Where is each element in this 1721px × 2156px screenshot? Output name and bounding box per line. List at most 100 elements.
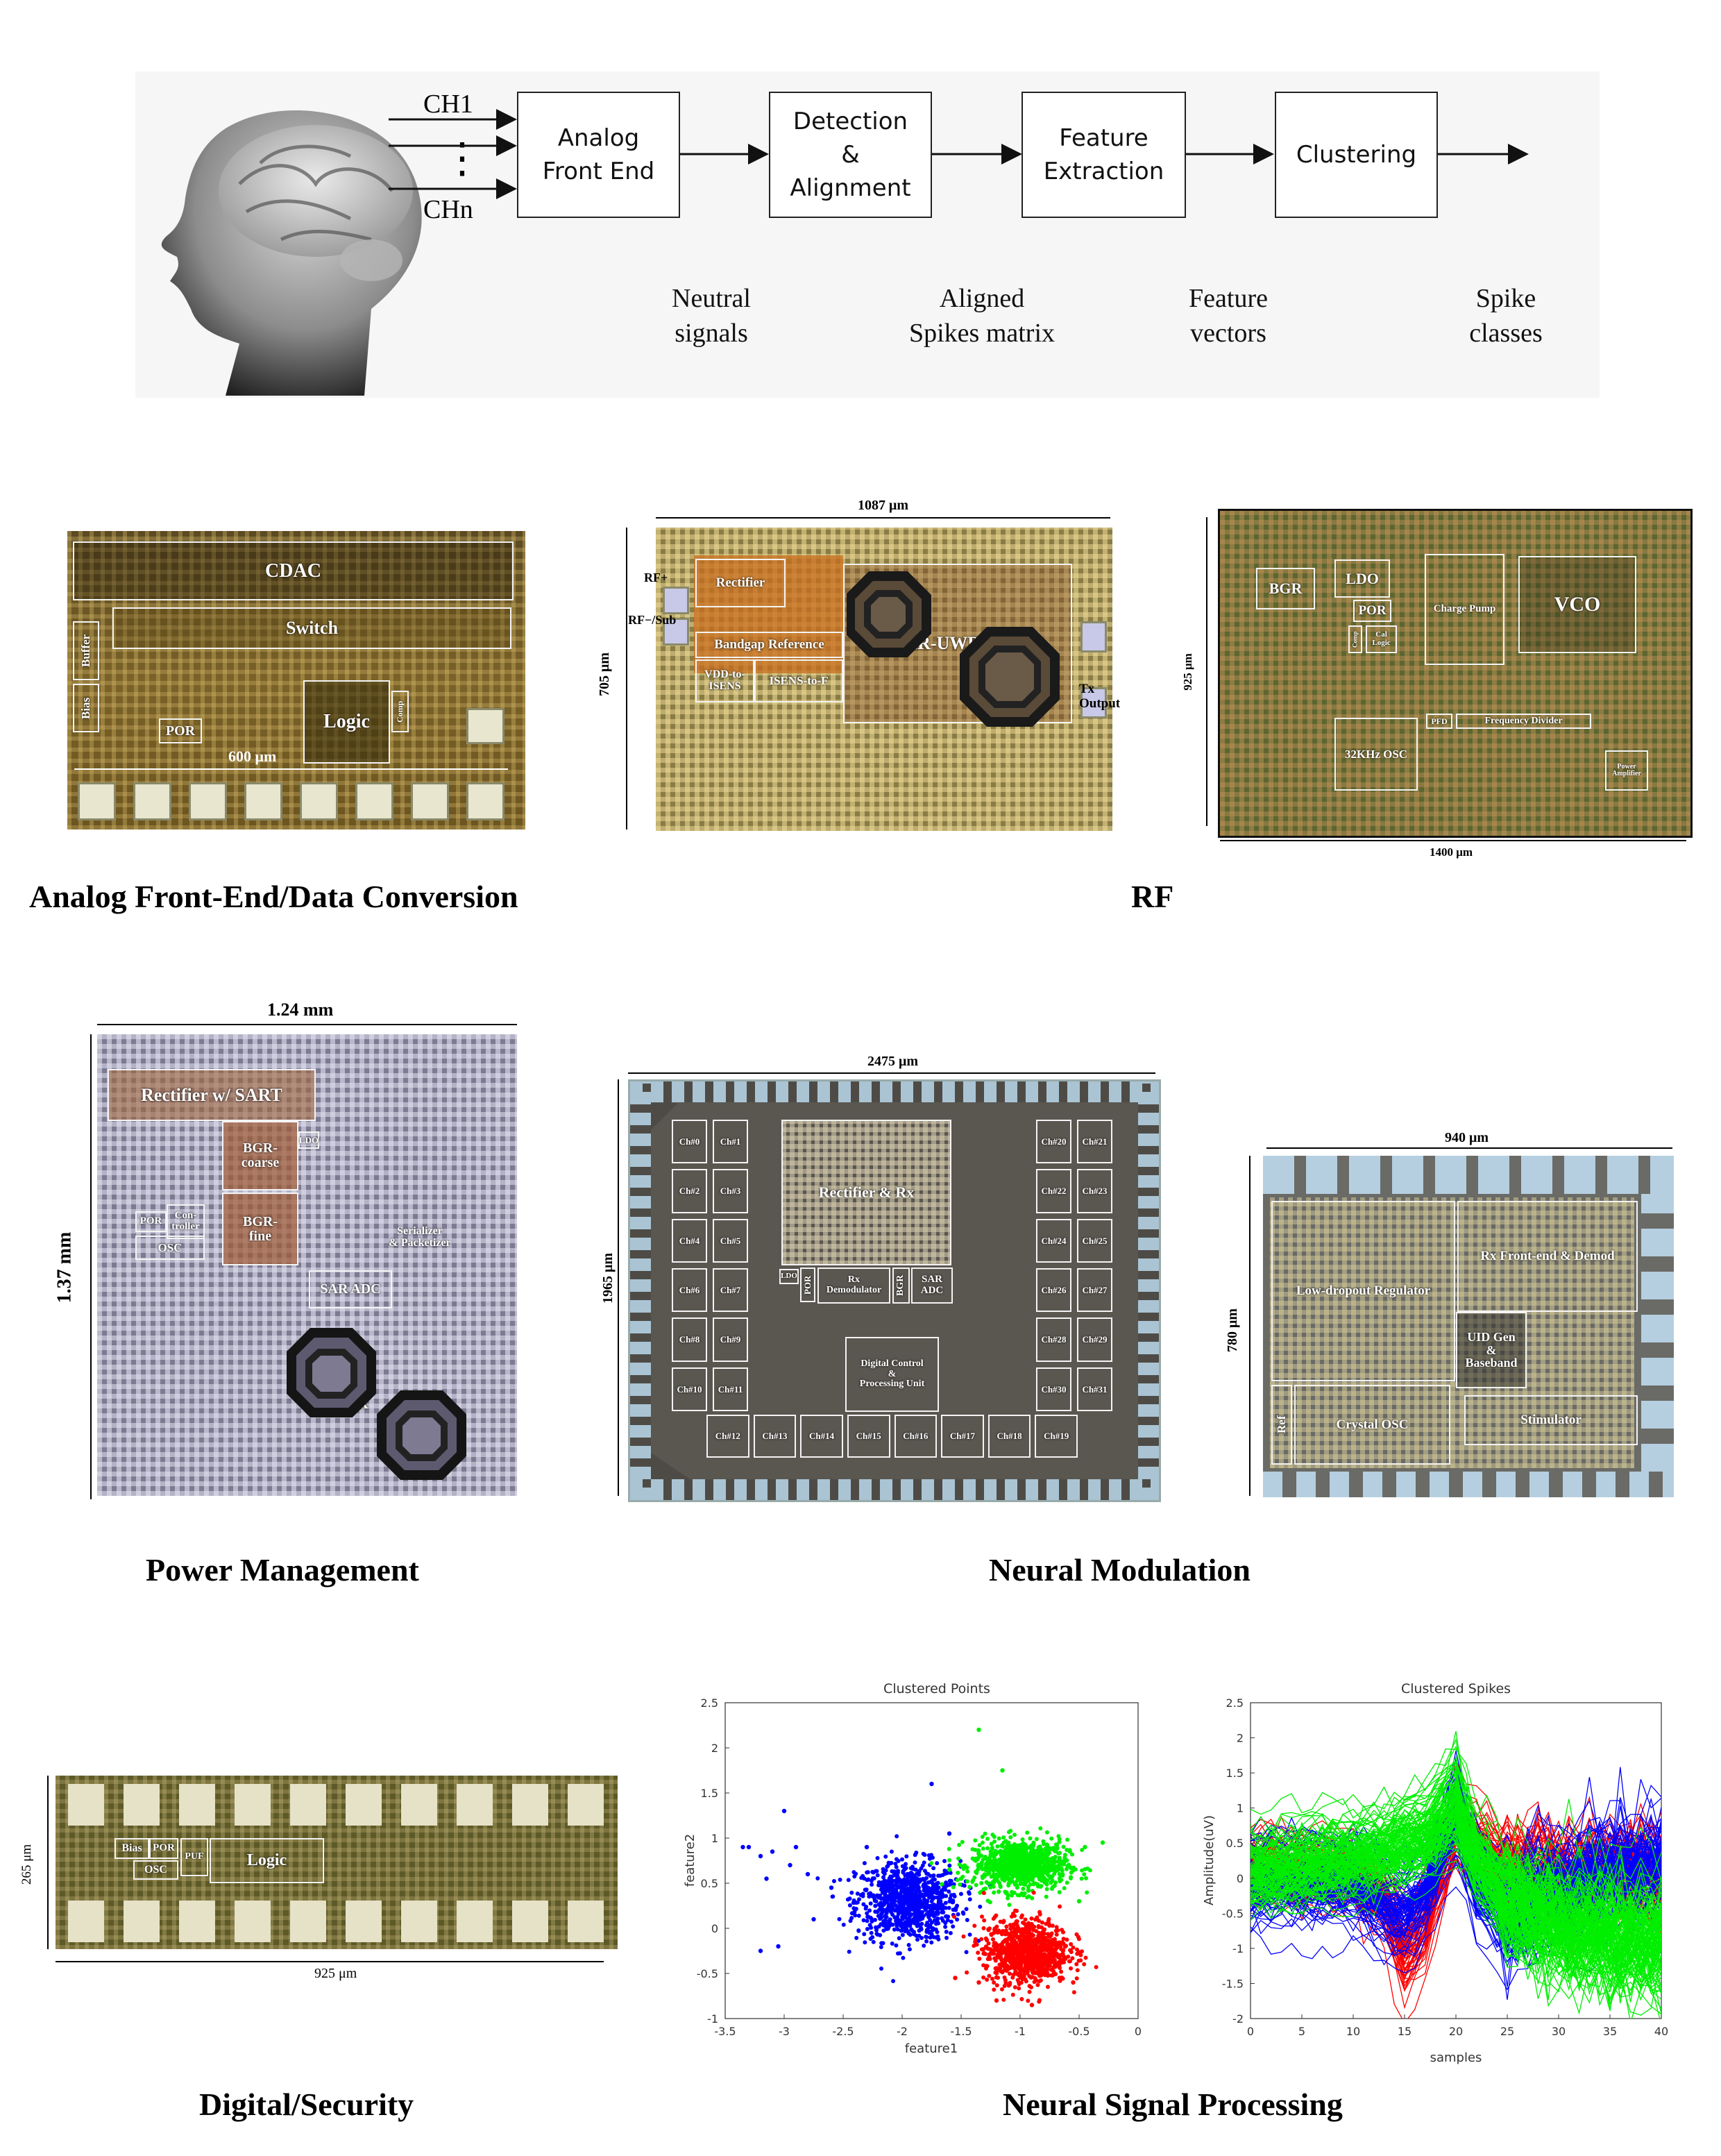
scatter-point [851,1898,856,1903]
scatter-point [1017,1986,1021,1991]
scatter-point [1046,1851,1051,1855]
nm1-channel: Ch#11 [713,1367,748,1411]
panel-label-rf: RF [1131,879,1174,914]
scatter-point [758,1948,763,1953]
scatter-point [864,1905,869,1910]
scatter-xtick-label: 0 [1135,2025,1142,2038]
nm2-pad-ring-right [1641,1194,1674,1472]
scatter-point [1008,1980,1012,1985]
scatter-point [894,1864,899,1869]
scatter-point [793,1844,799,1850]
spike-trace [1251,1822,1661,1955]
scatter-point [936,1885,941,1890]
pm-rectifier-block: Rectifier w/ SART [108,1069,316,1121]
scatter-point [912,1884,917,1889]
scatter-point [1013,1853,1018,1858]
scatter-point [965,1917,969,1922]
scatter-point [1001,1997,1006,2002]
spike-trace [1251,1825,1661,1942]
scatter-point [1015,1978,1020,1982]
scatter-point [897,1896,901,1901]
caption-spike-classes: Spike classes [1469,284,1543,348]
scatter-point [917,1872,922,1877]
scatter-point [924,1928,929,1932]
scatter-point [906,1931,911,1936]
afe-pad [355,782,393,820]
scatter-point [869,1926,874,1930]
pm-height-label: 1.37 mm [53,1231,76,1304]
scatter-point [992,1980,997,1985]
scatter-point [983,1952,987,1957]
nm1-channel: Ch#7 [713,1268,748,1313]
scatter-point [1023,1917,1028,1922]
scatter-point [984,1880,989,1885]
scatter-point [879,1944,883,1949]
rf2-vco-block: VCO [1518,556,1636,653]
spike-trace [1251,1830,1661,1976]
scatter-point [869,1878,874,1883]
analog-front-end-box: Analog Front End [517,92,680,218]
scatter-point [1035,1952,1040,1957]
scatter-point [927,1905,932,1910]
scatter-point [849,1911,854,1916]
scatter-point [964,1907,969,1912]
scatter-point [1058,1860,1062,1864]
scatter-point [892,1873,897,1878]
scatter-point [1051,1856,1056,1861]
scatter-point [977,1956,982,1961]
scatter-point [846,1878,851,1883]
rf1-rectifier-block: Rectifier [695,559,786,607]
rf1-bandgap-block: Bandgap Reference [695,632,843,658]
scatter-point [915,1921,920,1926]
scatter-point [764,1876,769,1881]
scatter-point [879,1912,883,1917]
scatter-point [874,1928,879,1932]
scatter-point [1050,1885,1055,1889]
scatter-point [1042,1931,1047,1936]
scatter-point [893,1883,898,1887]
scatter-point [1074,1962,1079,1966]
nm1-channel: Ch#23 [1077,1169,1112,1213]
scatter-point [981,1846,985,1851]
scatter-point [1015,1908,1019,1913]
scatter-point [1035,1982,1040,1987]
scatter-point [1010,1863,1015,1868]
scatter-point [863,1940,867,1945]
spikes-xtick-label: 25 [1500,2025,1514,2038]
scatter-point [892,1927,897,1932]
scatter-point [961,1911,966,1916]
rf1-pad [663,618,689,646]
scatter-point [1054,1925,1059,1930]
scatter-point [1045,1985,1050,1989]
scatter-point [1040,1941,1045,1946]
scatter-point [883,1868,888,1873]
nm1-sar-block: SAR ADC [911,1268,953,1304]
rf2-width-line [1220,840,1686,841]
nm2-width-label: 940 μm [1445,1130,1489,1145]
scatter-point [1021,1973,1026,1978]
scatter-point [998,1943,1003,1948]
spikes-ytick-label: 1 [1237,1802,1244,1815]
scatter-point [1010,1992,1015,1997]
nm1-channel: Ch#14 [800,1415,843,1458]
spike-trace [1251,1797,1661,1931]
scatter-xtick-label: -3 [779,2025,790,2038]
spike-trace [1251,1748,1661,1936]
scatter-point [1055,1843,1060,1848]
afe-pad [466,782,505,820]
scatter-point [870,1919,874,1924]
nm2-ldo-block: Low-dropout Regulator [1271,1201,1455,1381]
scatter-point [865,1926,870,1931]
afe-cdac-block: CDAC [73,541,514,600]
scatter-point [904,1890,909,1895]
scatter-point [921,1914,926,1919]
scatter-point [1079,1876,1084,1881]
scatter-point [881,1875,885,1880]
scatter-point [1043,1846,1048,1851]
scatter-point [957,1842,962,1847]
scatter-point [907,1905,912,1910]
ds-pad-row-top [56,1784,618,1826]
scatter-point [940,1907,945,1912]
scatter-point [805,1871,811,1877]
scatter-point [1010,1942,1015,1946]
